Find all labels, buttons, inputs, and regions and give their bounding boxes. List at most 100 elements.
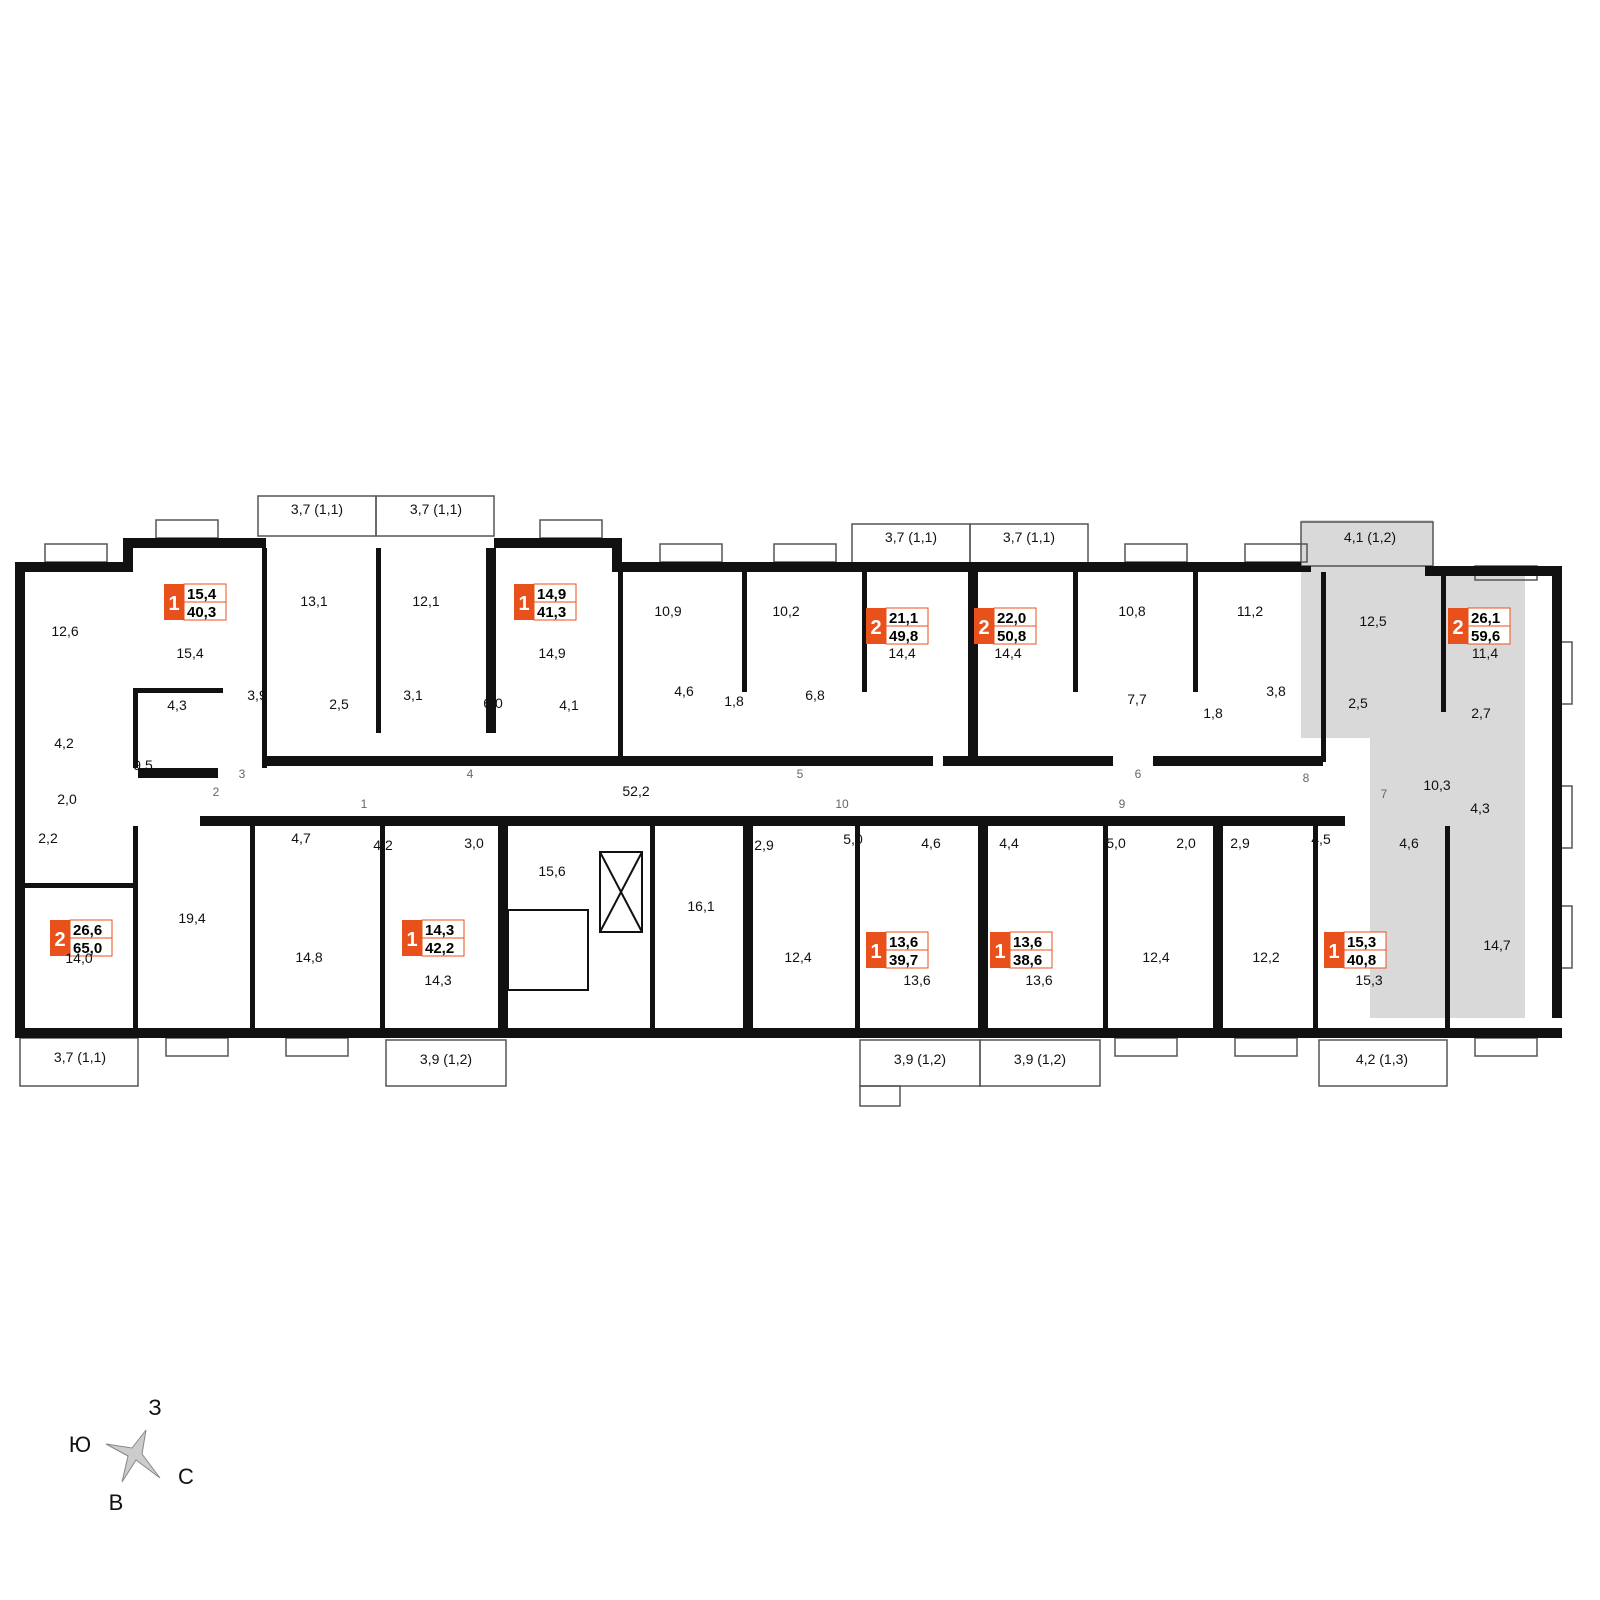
exterior-walls (15, 538, 1562, 1038)
badge-rooms-box (50, 920, 70, 956)
room-area: 4,5 (1311, 831, 1331, 847)
interior-walls (25, 548, 1450, 1036)
badge-rooms: 1 (1328, 941, 1339, 963)
badge-living-area: 22,0 (997, 610, 1026, 627)
room-area: 14,9 (538, 645, 565, 661)
room-area: 12,4 (784, 949, 811, 965)
balcony-area: 4,2 (1,3) (1356, 1051, 1408, 1067)
room-area: 4,4 (999, 835, 1019, 851)
compass-south: В (109, 1490, 124, 1515)
room-area: 14,0 (65, 950, 92, 966)
room-area: 12,2 (1252, 949, 1279, 965)
badge-rooms: 2 (54, 929, 65, 951)
room-area: 12,6 (51, 623, 78, 639)
badge-rooms-box (866, 608, 886, 644)
door-number: 7 (1381, 787, 1388, 801)
room-area: 4,2 (373, 837, 393, 853)
badge-rooms-box (866, 932, 886, 968)
room-area: 13,6 (1025, 972, 1052, 988)
badge-rooms: 2 (1452, 617, 1463, 639)
balcony-area: 3,7 (1,1) (410, 501, 462, 517)
apartment-badge: 1 14,342,2 (402, 919, 465, 957)
room-area: 3,1 (403, 687, 423, 703)
balcony-area-labels: 3,7 (1,1) 3,7 (1,1) 3,7 (1,1) 3,7 (1,1) 4,1 … (54, 501, 1408, 1067)
room-area: 12,4 (1142, 949, 1169, 965)
badge-rooms-box (974, 608, 994, 644)
badge-rooms-box (1324, 932, 1344, 968)
door-number: 8 (1303, 771, 1310, 785)
compass-east: С (178, 1464, 194, 1489)
room-area: 6,0 (483, 695, 503, 711)
badge-total-area: 50,8 (997, 628, 1026, 645)
room-area: 2,5 (1348, 695, 1368, 711)
room-area: 6,8 (805, 687, 825, 703)
room-area: 14,8 (295, 949, 322, 965)
room-area: 4,7 (291, 830, 311, 846)
balcony-area: 3,9 (1,2) (894, 1051, 946, 1067)
door-number: 3 (239, 767, 246, 781)
badge-rooms: 2 (978, 617, 989, 639)
room-area: 13,6 (903, 972, 930, 988)
compass-north: З (148, 1395, 161, 1420)
balcony-area: 3,7 (1,1) (1003, 529, 1055, 545)
balcony-area: 4,1 (1,2) (1344, 529, 1396, 545)
balcony-area: 3,7 (1,1) (885, 529, 937, 545)
badge-rooms: 1 (518, 593, 529, 615)
room-area: 16,1 (687, 898, 714, 914)
badge-total-area: 65,0 (73, 940, 102, 957)
balcony-area: 3,7 (1,1) (54, 1049, 106, 1065)
badge-total-area: 42,2 (425, 940, 454, 957)
door-number: 1 (361, 797, 368, 811)
door-number: 6 (1135, 767, 1142, 781)
room-area: 14,4 (888, 645, 915, 661)
room-area: 11,4 (1472, 645, 1498, 661)
balconies-bottom (19, 1037, 1448, 1107)
badge-living-area: 21,1 (889, 610, 918, 627)
room-area: 2,9 (754, 837, 774, 853)
badge-rooms: 2 (870, 617, 881, 639)
room-area: 4,1 (559, 697, 579, 713)
room-area: 5,0 (843, 831, 863, 847)
door-number: 5 (797, 767, 804, 781)
badge-living-area: 15,4 (187, 586, 217, 603)
room-area: 10,9 (654, 603, 681, 619)
badge-living-area: 26,1 (1471, 610, 1500, 627)
badge-rooms-box (402, 920, 422, 956)
door-number: 9 (1119, 797, 1126, 811)
room-area: 1,8 (724, 693, 744, 709)
room-area: 2,2 (38, 830, 58, 846)
room-area: 14,4 (994, 645, 1021, 661)
badge-total-area: 40,8 (1347, 952, 1376, 969)
badge-total-area: 41,3 (537, 604, 566, 621)
badge-rooms-box (1448, 608, 1468, 644)
badge-rooms-box (990, 932, 1010, 968)
stairwell (507, 851, 643, 991)
badge-total-area: 38,6 (1013, 952, 1042, 969)
room-area: 5,0 (1106, 835, 1126, 851)
door-number: 2 (213, 785, 220, 799)
badge-rooms: 1 (406, 929, 417, 951)
badge-rooms: 1 (870, 941, 881, 963)
room-area: 10,3 (1423, 777, 1450, 793)
door-number: 10 (835, 797, 849, 811)
room-area: 10,8 (1118, 603, 1145, 619)
badge-living-area: 14,3 (425, 922, 454, 939)
badge-total-area: 39,7 (889, 952, 918, 969)
room-area: 2,0 (1176, 835, 1196, 851)
room-area: 19,4 (178, 910, 205, 926)
room-area: 2,9 (1230, 835, 1250, 851)
compass-star-icon (105, 1429, 161, 1483)
room-area: 2,0 (57, 791, 77, 807)
room-area: 12,1 (412, 593, 439, 609)
badge-rooms: 1 (168, 593, 179, 615)
